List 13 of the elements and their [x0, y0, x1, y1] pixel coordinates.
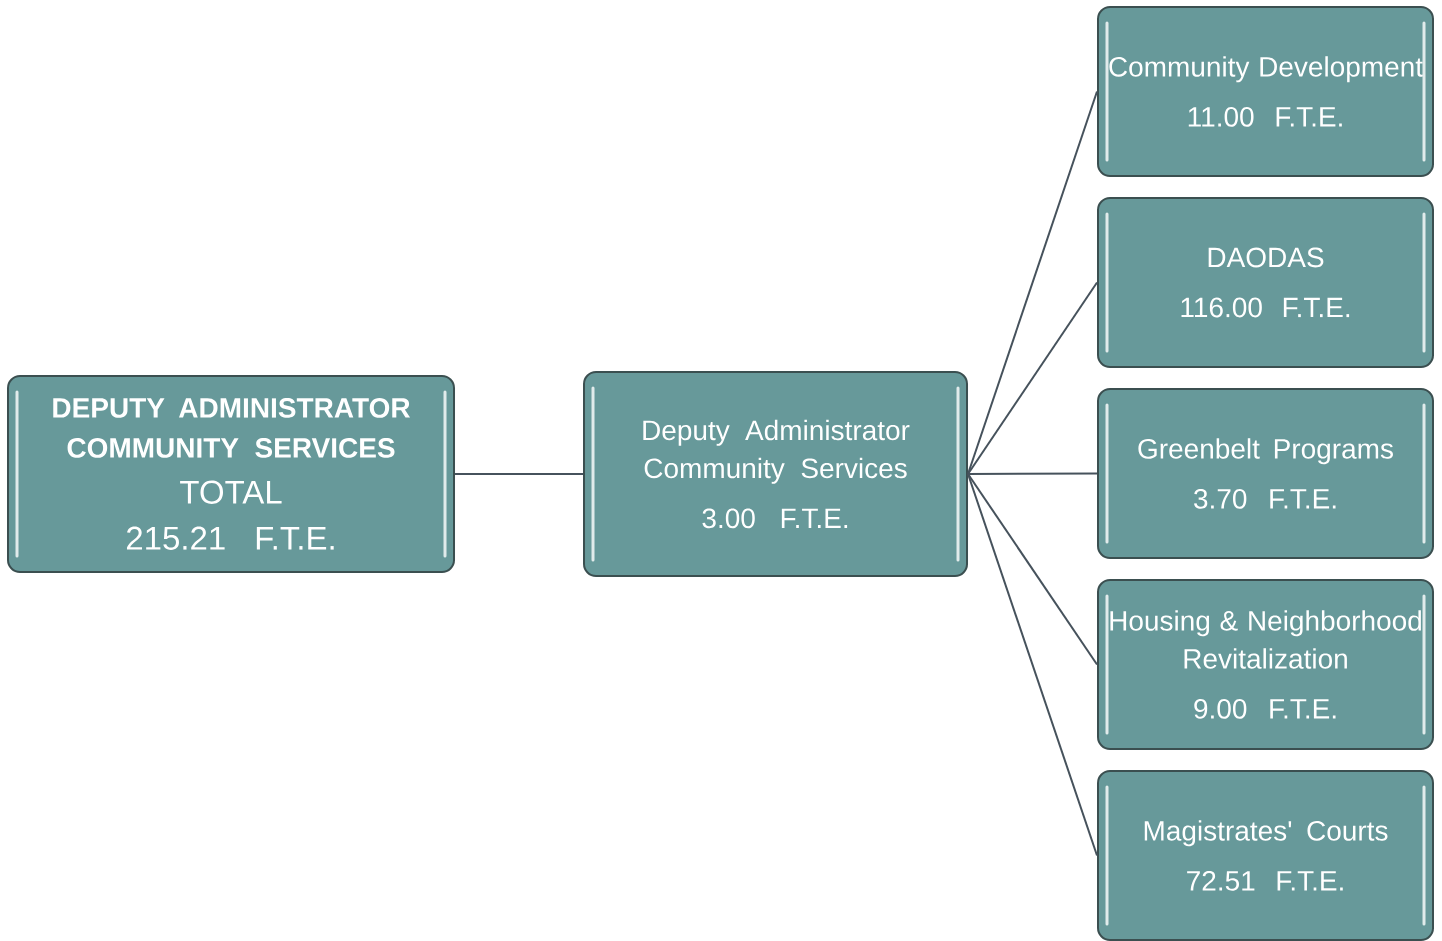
connector-line [454, 473, 584, 475]
org-box: Magistrates' Courts 72.51 F.T.E. [1097, 770, 1434, 941]
connector-line [967, 281, 1098, 475]
org-box: Deputy Administrator Community Services 3.00 F.T.E. [583, 371, 968, 577]
org-box: Community Development 11.00 F.T.E. [1097, 6, 1434, 177]
connector-line [967, 90, 1098, 475]
org-box: DEPUTY ADMINISTRATOR COMMUNITY SERVICES TOTAL 215.21 F.T.E. [7, 375, 455, 573]
connector-line [967, 473, 1098, 666]
connector-line [967, 473, 1098, 857]
org-box: Housing & Neighborhood Revitalization 9.00 F.T.E. [1097, 579, 1434, 750]
org-box: Greenbelt Programs 3.70 F.T.E. [1097, 388, 1434, 559]
org-box: DAODAS 116.00 F.T.E. [1097, 197, 1434, 368]
connector-line [967, 472, 1098, 475]
